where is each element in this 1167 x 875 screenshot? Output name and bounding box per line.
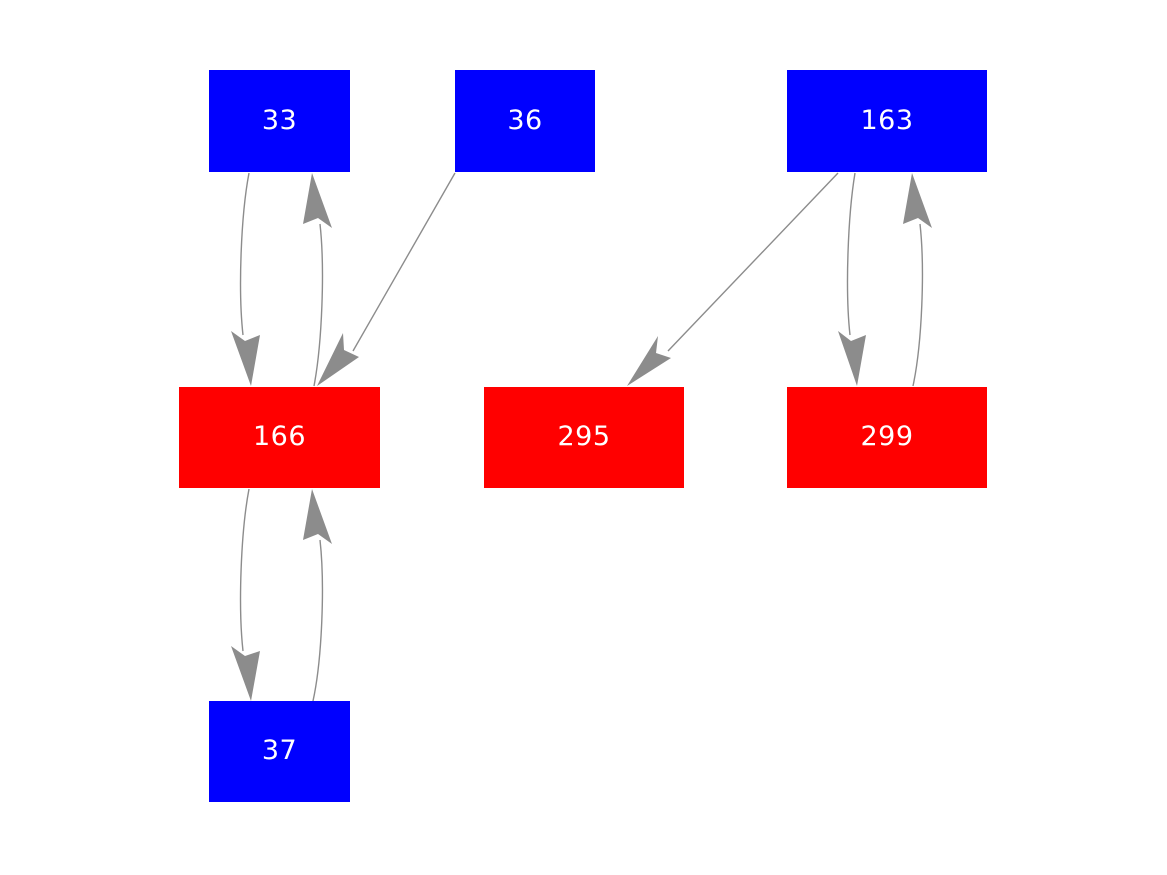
graph-node-166-label: 166 bbox=[252, 421, 307, 452]
edge-33-to-166-line bbox=[239, 172, 250, 336]
edge-36-to-166-line bbox=[352, 172, 456, 352]
edge-163-to-295-arrowhead bbox=[627, 336, 671, 386]
edge-166-to-37-arrowhead bbox=[231, 646, 260, 701]
edge-166-to-33 bbox=[303, 173, 332, 387]
edge-299-to-163-line bbox=[912, 223, 924, 387]
graph-node-33-label: 33 bbox=[261, 104, 298, 136]
graph-node-295[interactable]: 295 bbox=[484, 387, 684, 488]
edge-299-to-163-arrowhead bbox=[903, 173, 932, 228]
edge-166-to-37-line bbox=[239, 488, 250, 652]
edge-33-to-166-arrowhead bbox=[231, 331, 260, 386]
edge-36-to-166-arrowhead bbox=[317, 333, 359, 386]
graph-node-163[interactable]: 163 bbox=[787, 70, 987, 172]
edge-163-to-299 bbox=[838, 172, 866, 386]
graph-node-295-label: 295 bbox=[557, 421, 611, 452]
edge-163-to-299-arrowhead bbox=[838, 331, 866, 386]
graph-node-36[interactable]: 36 bbox=[455, 70, 595, 172]
edge-163-to-295 bbox=[627, 172, 839, 386]
graph-node-299[interactable]: 299 bbox=[787, 387, 987, 488]
edge-299-to-163 bbox=[903, 173, 932, 387]
graph-node-163-label: 163 bbox=[860, 104, 914, 136]
edge-37-to-166-arrowhead bbox=[303, 489, 332, 544]
edge-166-to-33-arrowhead bbox=[303, 173, 332, 228]
edge-37-to-166 bbox=[303, 489, 332, 702]
edge-163-to-299-line bbox=[846, 172, 856, 336]
edge-37-to-166-line bbox=[312, 539, 324, 702]
edge-33-to-166 bbox=[231, 172, 260, 386]
graph-node-36-label: 36 bbox=[507, 104, 543, 136]
graph-node-299-label: 299 bbox=[860, 421, 914, 452]
edge-166-to-37 bbox=[231, 488, 260, 701]
graph-node-37[interactable]: 37 bbox=[209, 701, 350, 802]
edge-163-to-295-line bbox=[667, 172, 839, 352]
graph-node-37-label: 37 bbox=[261, 735, 298, 766]
edge-166-to-33-line bbox=[313, 223, 324, 387]
edge-36-to-166 bbox=[317, 172, 456, 386]
graph-node-166[interactable]: 166 bbox=[179, 387, 380, 488]
graph-node-33[interactable]: 33 bbox=[209, 70, 350, 172]
